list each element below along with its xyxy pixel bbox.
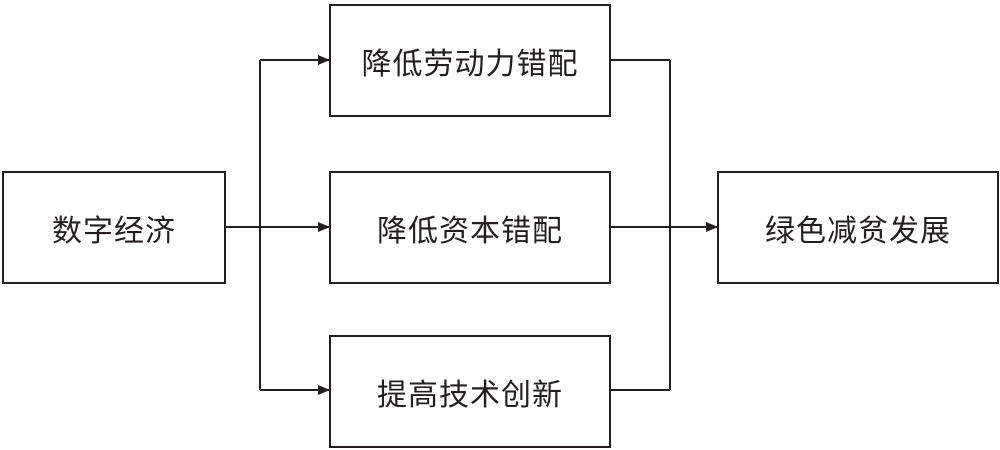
node-improve-tech-innovation-label: 提高技术创新 — [377, 377, 563, 413]
node-green-poverty-reduction-label: 绿色减贫发展 — [765, 213, 951, 249]
node-reduce-labor-misallocation-label: 降低劳动力错配 — [361, 46, 579, 82]
node-digital-economy-label: 数字经济 — [52, 213, 176, 249]
node-reduce-capital-misallocation: 降低资本错配 — [329, 171, 611, 284]
node-green-poverty-reduction: 绿色减贫发展 — [717, 171, 999, 284]
node-reduce-capital-misallocation-label: 降低资本错配 — [377, 213, 563, 249]
node-reduce-labor-misallocation: 降低劳动力错配 — [329, 4, 611, 117]
node-digital-economy: 数字经济 — [2, 171, 226, 284]
node-improve-tech-innovation: 提高技术创新 — [329, 335, 611, 448]
